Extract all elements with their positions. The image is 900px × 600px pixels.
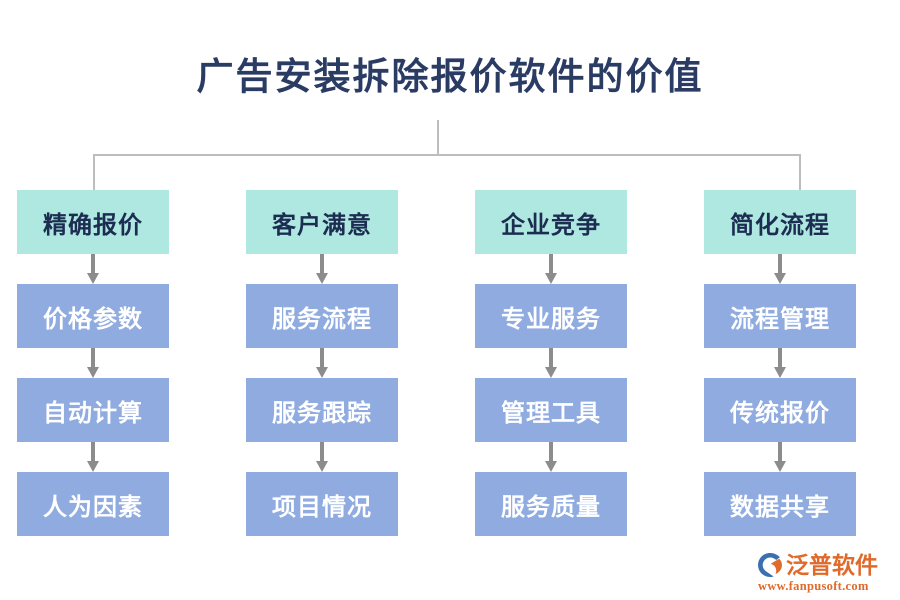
branch-header-3[interactable]: 企业竞争 xyxy=(475,190,627,254)
branch-column-1: 精确报价 价格参数 自动计算 人为因素 xyxy=(17,190,169,536)
branch-column-4: 简化流程 流程管理 传统报价 数据共享 xyxy=(704,190,856,536)
bracket-bar xyxy=(93,154,801,156)
watermark-brand-row: 泛普软件 xyxy=(757,552,878,578)
watermark-brand: 泛普软件 xyxy=(786,552,878,578)
arrow-down-icon xyxy=(246,442,398,472)
arrow-down-icon xyxy=(704,348,856,378)
branch-item-4-1[interactable]: 流程管理 xyxy=(704,284,856,348)
fanpu-logo-icon xyxy=(758,553,782,577)
bracket-drop-left xyxy=(93,154,95,192)
arrow-down-icon xyxy=(475,348,627,378)
arrow-down-icon xyxy=(704,442,856,472)
branch-item-1-2[interactable]: 自动计算 xyxy=(17,378,169,442)
arrow-down-icon xyxy=(475,442,627,472)
watermark-url: www.fanpusoft.com xyxy=(758,579,869,593)
page-title: 广告安装拆除报价软件的价值 xyxy=(196,57,704,98)
branch-item-3-2[interactable]: 管理工具 xyxy=(475,378,627,442)
branch-item-2-2[interactable]: 服务跟踪 xyxy=(246,378,398,442)
branch-column-3: 企业竞争 专业服务 管理工具 服务质量 xyxy=(475,190,627,536)
branch-header-2[interactable]: 客户满意 xyxy=(246,190,398,254)
arrow-down-icon xyxy=(17,442,169,472)
branch-item-4-2[interactable]: 传统报价 xyxy=(704,378,856,442)
arrow-down-icon xyxy=(246,348,398,378)
bracket-drop-right xyxy=(799,154,801,192)
arrow-down-icon xyxy=(17,348,169,378)
watermark: 泛普软件 www.fanpusoft.com xyxy=(757,552,897,596)
branch-header-4[interactable]: 简化流程 xyxy=(704,190,856,254)
arrow-down-icon xyxy=(17,254,169,284)
branch-header-1[interactable]: 精确报价 xyxy=(17,190,169,254)
bracket-stem xyxy=(437,120,439,155)
branch-item-2-3[interactable]: 项目情况 xyxy=(246,472,398,536)
branch-item-1-3[interactable]: 人为因素 xyxy=(17,472,169,536)
branch-item-3-3[interactable]: 服务质量 xyxy=(475,472,627,536)
branch-item-1-1[interactable]: 价格参数 xyxy=(17,284,169,348)
branch-column-2: 客户满意 服务流程 服务跟踪 项目情况 xyxy=(246,190,398,536)
branch-item-4-3[interactable]: 数据共享 xyxy=(704,472,856,536)
arrow-down-icon xyxy=(246,254,398,284)
arrow-down-icon xyxy=(475,254,627,284)
arrow-down-icon xyxy=(704,254,856,284)
branch-item-3-1[interactable]: 专业服务 xyxy=(475,284,627,348)
branch-item-2-1[interactable]: 服务流程 xyxy=(246,284,398,348)
